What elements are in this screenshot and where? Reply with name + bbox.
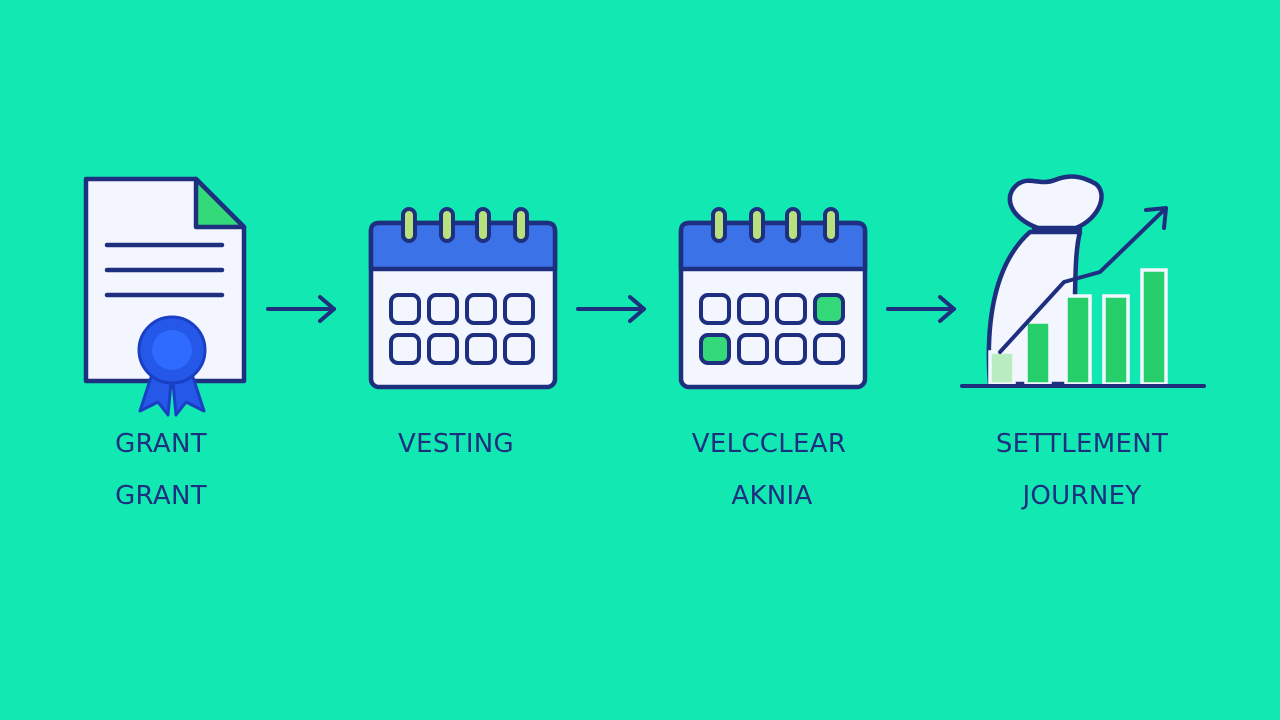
- calendar-day: [389, 293, 421, 325]
- calendar-icon: [368, 207, 558, 390]
- calendar-ring: [785, 207, 801, 243]
- arrow-right-icon: [886, 295, 956, 323]
- calendar-day: [699, 293, 731, 325]
- step-label-grant-2: GRANT: [115, 481, 207, 511]
- calendar-ring: [711, 207, 727, 243]
- calendar-day: [389, 333, 421, 365]
- growth-chart-icon: [960, 206, 1206, 388]
- step-label-aknia: AKNIA: [731, 481, 813, 511]
- calendar-day: [465, 333, 497, 365]
- calendar-ring: [439, 207, 455, 243]
- calendar-day: [503, 333, 535, 365]
- calendar-day: [813, 333, 845, 365]
- calendar-day: [737, 333, 769, 365]
- calendar-day: [427, 293, 459, 325]
- step-label-vesting: VESTING: [398, 429, 514, 459]
- step-label-velcclear: VELCCLEAR: [691, 429, 847, 459]
- calendar-ring: [513, 207, 529, 243]
- money-bag-growth-chart-icon: [960, 174, 1206, 388]
- calendar-day: [427, 333, 459, 365]
- calendar-day-highlighted: [813, 293, 845, 325]
- document-seal-icon: [83, 176, 247, 417]
- calendar-ring: [475, 207, 491, 243]
- calendar-day: [503, 293, 535, 325]
- award-seal-icon: [137, 315, 207, 417]
- calendar-day: [775, 333, 807, 365]
- step-label-settlement: SETTLEMENT: [995, 429, 1169, 459]
- calendar-check-icon: [678, 207, 868, 390]
- calendar-ring: [401, 207, 417, 243]
- step-label-grant-1: GRANT: [115, 429, 207, 459]
- calendar-day: [465, 293, 497, 325]
- calendar-day-highlighted: [699, 333, 731, 365]
- step-label-journey: JOURNEY: [1022, 481, 1142, 511]
- calendar-day: [737, 293, 769, 325]
- arrow-right-icon: [576, 295, 646, 323]
- calendar-ring: [749, 207, 765, 243]
- calendar-ring: [823, 207, 839, 243]
- calendar-day: [775, 293, 807, 325]
- arrow-right-icon: [266, 295, 336, 323]
